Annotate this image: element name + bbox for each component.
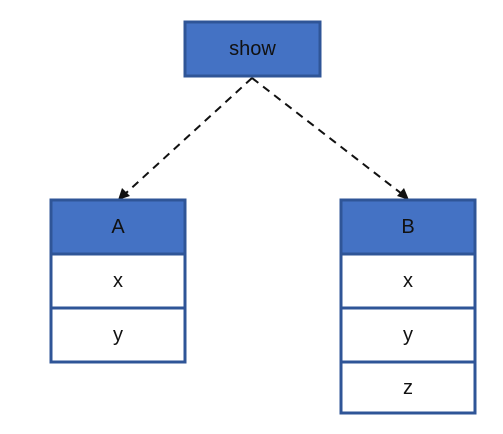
edges bbox=[118, 77, 409, 200]
node-show-label: show bbox=[229, 38, 276, 60]
node-b-field-row bbox=[339, 360, 477, 415]
node-b-header-label: B bbox=[401, 216, 414, 238]
node-b: B x y z bbox=[339, 198, 477, 415]
arrowhead-b bbox=[397, 188, 409, 200]
node-b-field-label: x bbox=[403, 270, 413, 292]
node-b-field-label: z bbox=[403, 377, 413, 399]
node-b-field-row bbox=[339, 252, 477, 310]
node-a-field-label: x bbox=[113, 270, 123, 292]
node-a: A x y bbox=[49, 198, 187, 364]
node-b-field-label: y bbox=[403, 324, 413, 346]
node-a-field-row bbox=[49, 306, 187, 364]
edge-show-to-a bbox=[124, 77, 253, 195]
node-a-header-label: A bbox=[111, 216, 125, 238]
node-a-field-label: y bbox=[113, 324, 123, 346]
edge-show-to-b bbox=[251, 77, 403, 195]
node-show-box bbox=[183, 20, 322, 78]
node-show: show bbox=[183, 20, 322, 78]
arrowhead-a bbox=[118, 188, 130, 200]
